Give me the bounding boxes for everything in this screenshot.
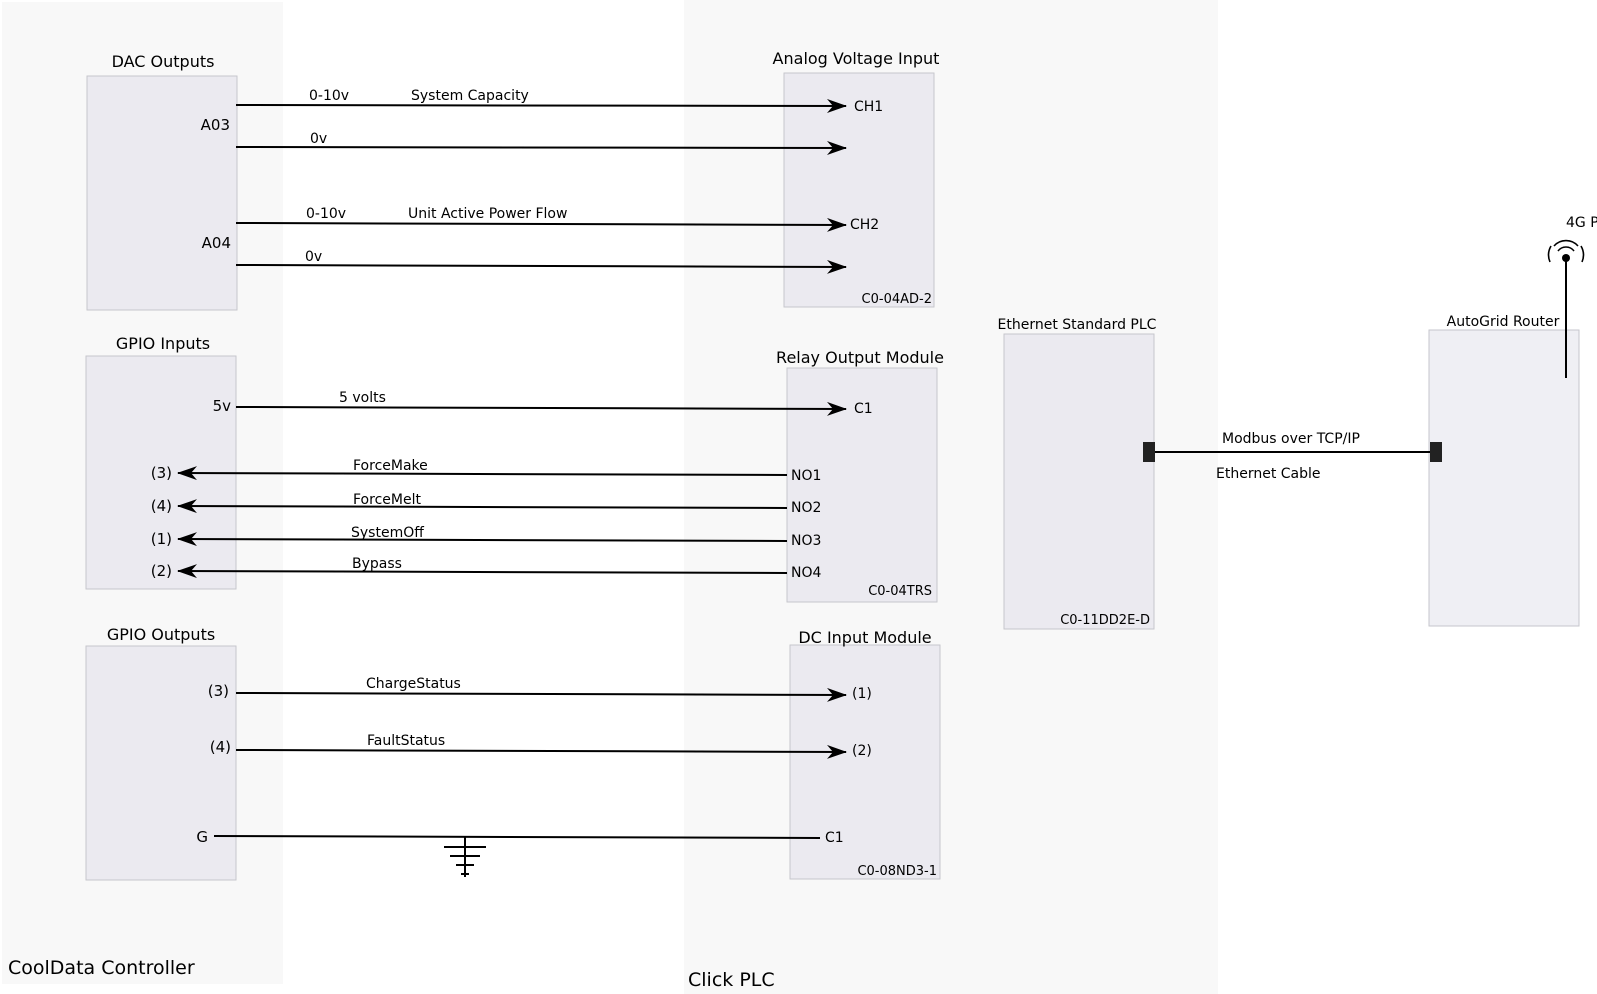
wire-capacity-ref <box>235 140 847 155</box>
pin-ch1: CH1 <box>854 99 883 115</box>
label-system-capacity: System Capacity <box>411 88 529 104</box>
label-charge-status: ChargeStatus <box>366 676 461 692</box>
label-modbus: Modbus over TCP/IP <box>1222 431 1360 447</box>
analog-part-number: C0-04AD-2 <box>862 292 932 307</box>
label-cap-range: 0-10v <box>309 88 349 104</box>
pin-in-4: (4) <box>151 497 172 515</box>
autogrid-router-module <box>1428 329 1580 627</box>
pin-out-3: (3) <box>208 682 229 700</box>
wire-power-ref <box>235 259 847 274</box>
antenna-icon <box>1547 239 1585 378</box>
label-fault-status: FaultStatus <box>367 733 445 749</box>
pin-ch2: CH2 <box>850 217 879 233</box>
pin-in-2: (2) <box>151 562 172 580</box>
pin-relay-c1: C1 <box>854 401 873 417</box>
gpio-inputs-title: GPIO Inputs <box>116 334 210 353</box>
pin-dc-1: (1) <box>852 686 872 702</box>
label-ethernet-cable: Ethernet Cable <box>1216 466 1321 482</box>
label-power-ref: 0v <box>305 249 322 265</box>
pin-in-1: (1) <box>151 530 172 548</box>
relay-output-title: Relay Output Module <box>776 348 944 367</box>
ground-symbol-icon <box>444 836 486 877</box>
pin-no1: NO1 <box>791 468 821 484</box>
pin-dc-c1: C1 <box>825 830 844 846</box>
label-force-make: ForceMake <box>353 458 428 474</box>
dac-outputs-module <box>86 75 238 311</box>
controller-group-label: CoolData Controller <box>8 957 195 979</box>
dac-outputs-title: DAC Outputs <box>112 52 215 71</box>
ethernet-port-plc <box>1143 442 1155 462</box>
pin-in-3: (3) <box>151 464 172 482</box>
label-system-off: SystemOff <box>351 525 424 541</box>
ethernet-plc-module <box>1003 333 1155 630</box>
dc-input-module <box>789 644 941 880</box>
pin-no3: NO3 <box>791 533 821 549</box>
autogrid-router-title: AutoGrid Router <box>1447 314 1560 330</box>
antenna-label: 4G P <box>1566 215 1597 231</box>
pin-g: G <box>196 828 208 846</box>
wire-system-capacity <box>235 98 847 113</box>
pin-no4: NO4 <box>791 565 821 581</box>
wire-system-off <box>177 532 788 547</box>
gpio-outputs-title: GPIO Outputs <box>107 625 215 644</box>
dcin-part-number: C0-08ND3-1 <box>857 864 937 879</box>
label-5-volts: 5 volts <box>339 390 386 406</box>
analog-input-title: Analog Voltage Input <box>773 49 940 68</box>
pin-a04: A04 <box>202 234 231 252</box>
pin-a03: A03 <box>201 116 230 134</box>
label-bypass: Bypass <box>352 556 402 572</box>
wire-5-volts <box>235 401 847 416</box>
wire-bypass <box>177 564 788 579</box>
relay-part-number: C0-04TRS <box>868 584 932 599</box>
label-power-flow: Unit Active Power Flow <box>408 206 567 222</box>
pin-dc-2: (2) <box>852 743 872 759</box>
label-power-range: 0-10v <box>306 206 346 222</box>
wire-force-make <box>177 466 788 481</box>
dc-input-title: DC Input Module <box>798 628 931 647</box>
label-force-melt: ForceMelt <box>353 492 421 508</box>
wire-power-flow <box>235 217 847 232</box>
pin-5v: 5v <box>213 397 232 415</box>
wire-ground <box>213 835 821 839</box>
pin-no2: NO2 <box>791 500 821 516</box>
pin-out-4: (4) <box>210 738 231 756</box>
wire-force-melt <box>177 499 788 514</box>
ethplc-part-number: C0-11DD2E-D <box>1060 613 1150 628</box>
relay-output-module <box>786 367 938 603</box>
plc-group-label: Click PLC <box>688 969 775 991</box>
wire-charge-status <box>235 687 847 702</box>
wire-fault-status <box>235 744 847 759</box>
label-cap-ref: 0v <box>310 131 327 147</box>
analog-input-module <box>783 72 935 308</box>
ethernet-port-router <box>1430 442 1442 462</box>
ethernet-plc-title: Ethernet Standard PLC <box>998 317 1157 333</box>
gpio-outputs-module <box>85 645 237 881</box>
